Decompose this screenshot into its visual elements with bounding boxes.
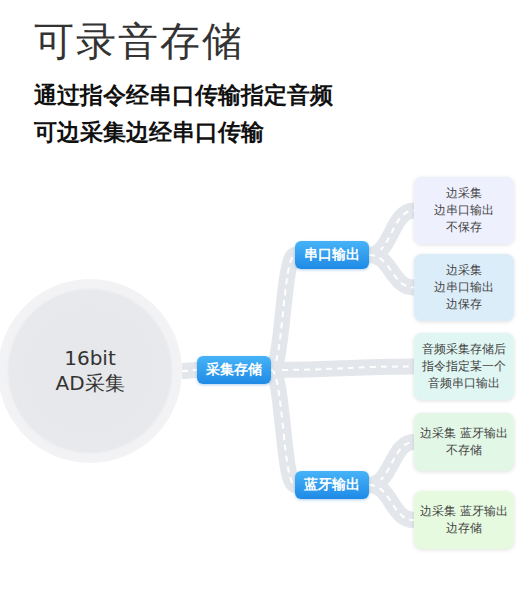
node-text: 边采集 蓝牙输出 不存储 — [419, 425, 509, 459]
node-text: 16bit AD采集 — [48, 346, 132, 396]
mode-card: 边采集 蓝牙输出 不存储 — [414, 413, 514, 471]
node-text: 音频采集存储后 指令指定某一个 音频串口输出 — [419, 341, 509, 391]
road-connector — [369, 255, 414, 288]
road-dash — [271, 370, 295, 485]
road-connector — [369, 485, 414, 520]
mode-card: 边采集 边串口输出 边保存 — [414, 254, 514, 321]
road-band — [271, 370, 295, 485]
stage-pill: 串口输出 — [295, 241, 369, 269]
road-connector — [182, 370, 197, 371]
road-band — [369, 255, 414, 288]
mode-card: 边采集 蓝牙输出 边存储 — [414, 491, 514, 549]
road-connector — [271, 255, 295, 370]
road-dash — [271, 367, 414, 371]
road-connector — [271, 367, 414, 371]
road-dash — [271, 255, 295, 370]
road-band — [369, 485, 414, 520]
road-dash — [369, 485, 414, 520]
node-text: 蓝牙输出 — [304, 476, 360, 494]
road-band — [271, 255, 295, 370]
road-dash — [369, 255, 414, 288]
stage-pill: 蓝牙输出 — [295, 471, 369, 499]
road-band — [271, 367, 414, 371]
road-connector — [271, 370, 295, 485]
road-band — [182, 370, 197, 371]
subtitle-text: 通过指令经串口传输指定音频 — [34, 80, 333, 111]
node-text: 边采集 蓝牙输出 边存储 — [419, 503, 509, 537]
node-text: 边采集 边串口输出 不保存 — [419, 185, 509, 235]
node-text: 串口输出 — [304, 246, 360, 264]
stage-pill: 采集存储 — [197, 356, 271, 384]
node-text: 边采集 边串口输出 边保存 — [419, 262, 509, 312]
subtitle-text: 可边采集边经串口传输 — [34, 117, 264, 148]
source-circle: 16bit AD采集 — [0, 279, 182, 463]
node-text: 采集存储 — [206, 361, 262, 379]
page-title: 可录音存储 — [34, 14, 244, 69]
mode-card: 音频采集存储后 指令指定某一个 音频串口输出 — [414, 333, 514, 400]
mode-card: 边采集 边串口输出 不保存 — [414, 177, 514, 244]
road-dash — [182, 370, 197, 371]
